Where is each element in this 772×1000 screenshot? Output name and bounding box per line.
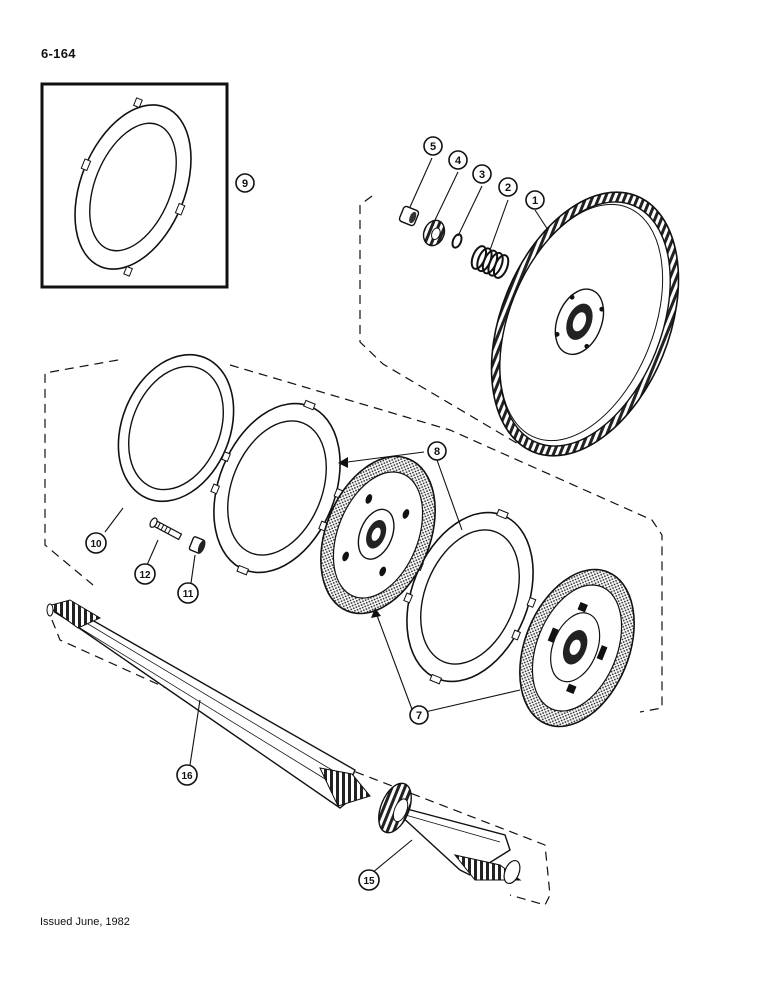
svg-text:10: 10 — [90, 539, 102, 550]
svg-text:2: 2 — [505, 182, 511, 194]
spring-coil — [470, 245, 510, 279]
svg-text:1: 1 — [532, 195, 538, 207]
svg-text:11: 11 — [183, 589, 194, 600]
callout-8-arrowhead — [338, 457, 348, 468]
flywheel-ring-gear — [490, 191, 680, 457]
callout-4: 4 — [448, 150, 468, 170]
svg-text:8: 8 — [434, 446, 440, 458]
callout-10: 10 — [85, 532, 107, 554]
page-number: 6-164 — [41, 46, 76, 61]
friction-disc-lower — [519, 568, 635, 728]
shaft-group-boundary — [51, 619, 551, 906]
separator-plate — [117, 353, 235, 503]
callout-2: 2 — [498, 177, 518, 197]
callout-5: 5 — [423, 136, 443, 156]
svg-text:16: 16 — [181, 771, 193, 782]
snap-ring — [451, 233, 463, 249]
spring-bolt — [149, 517, 183, 541]
steel-plate-upper — [210, 399, 344, 576]
callout-8: 8 — [427, 441, 447, 461]
svg-text:12: 12 — [139, 570, 151, 581]
clutch-pack-group-boundary — [44, 359, 663, 713]
inset-box-separator-plate — [40, 82, 229, 289]
callout-3: 3 — [472, 164, 492, 184]
svg-text:5: 5 — [430, 141, 436, 153]
svg-text:3: 3 — [479, 169, 485, 181]
svg-text:4: 4 — [455, 155, 462, 167]
callout-9: 9 — [235, 173, 255, 193]
pilot-bearing — [422, 219, 446, 247]
steel-plate-lower — [403, 508, 537, 685]
issued-date-note: Issued June, 1982 — [40, 916, 130, 928]
input-shaft — [46, 599, 371, 809]
callout-16: 16 — [176, 764, 198, 786]
svg-text:15: 15 — [363, 876, 375, 887]
bushing — [398, 205, 420, 227]
callout-7: 7 — [409, 705, 429, 725]
friction-disc-upper — [320, 455, 436, 615]
spacer-bushing — [188, 536, 206, 554]
callout-12: 12 — [134, 563, 156, 585]
leader-lines — [104, 157, 549, 874]
callout-15: 15 — [358, 869, 380, 891]
separator-plate-inset — [74, 97, 192, 277]
callout-7-arrowhead — [371, 608, 381, 618]
callout-11: 11 — [177, 582, 199, 604]
svg-text:9: 9 — [242, 178, 248, 190]
output-shaft-gear — [378, 782, 522, 885]
callout-1: 1 — [525, 190, 545, 210]
svg-text:7: 7 — [416, 710, 422, 722]
